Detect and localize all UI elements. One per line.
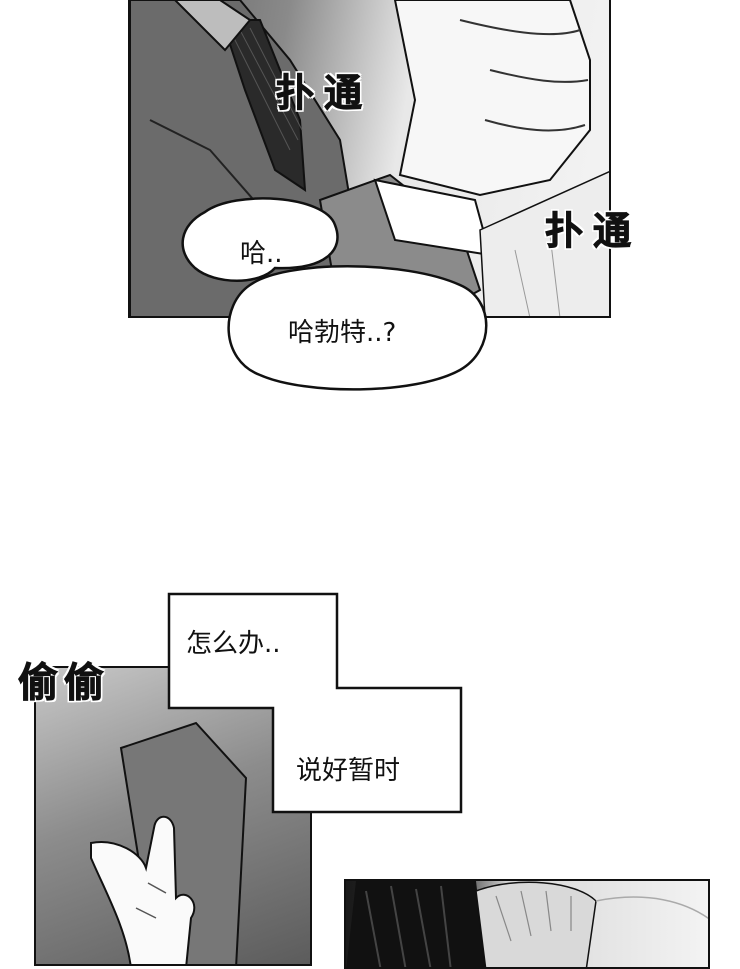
- speech-bubbles: [181, 197, 488, 391]
- panel-bottom-right-artwork: [346, 881, 708, 967]
- comic-panel-bottom-right: [344, 879, 710, 969]
- narration-text-2: 说好暂时: [296, 756, 401, 786]
- sfx-thump-right: 扑通: [544, 209, 642, 254]
- sfx-sneak: 偷偷: [18, 660, 110, 707]
- sfx-thump-left: 扑通: [275, 71, 373, 116]
- speech-bubble-large-text: 哈勃特..?: [288, 318, 397, 348]
- speech-bubble-small-text: 哈..: [240, 239, 283, 269]
- panel-bottom-left-artwork: [90, 721, 248, 964]
- narration-text-1: 怎么办..: [186, 629, 281, 659]
- comic-panel-bottom-left: [34, 666, 312, 966]
- narration-box-shape: [167, 592, 463, 814]
